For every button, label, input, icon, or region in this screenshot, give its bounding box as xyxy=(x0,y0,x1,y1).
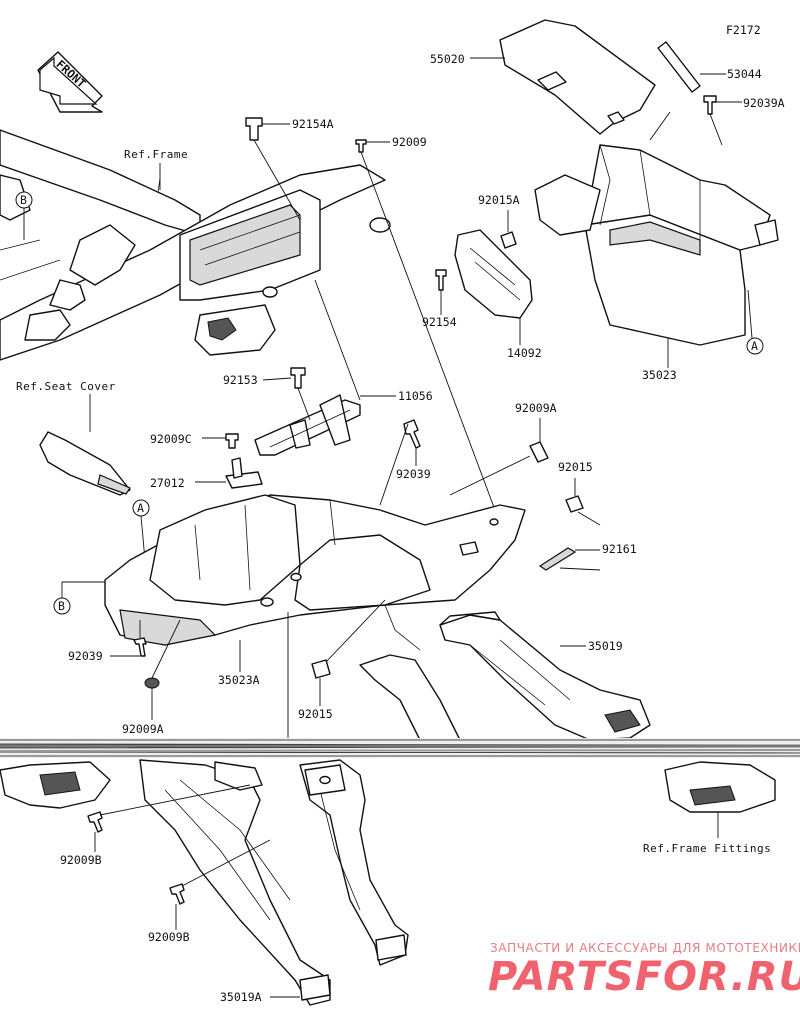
part-35019A xyxy=(139,759,409,1006)
label-27012: 27012 xyxy=(150,476,185,490)
label-92015-right: 92015 xyxy=(558,460,593,474)
label-92039-left: 92039 xyxy=(68,649,103,663)
marker-b-top-label: B xyxy=(20,193,27,207)
label-92154: 92154 xyxy=(422,315,457,329)
label-35019: 35019 xyxy=(588,639,623,653)
part-92015-bottom-nut xyxy=(311,659,331,679)
part-35019 xyxy=(359,611,651,741)
part-92039A-bolt xyxy=(703,95,717,115)
part-53044 xyxy=(657,41,701,93)
marker-a-left-label: A xyxy=(137,501,144,515)
label-35019A: 35019A xyxy=(220,990,262,1004)
part-92009-top-screw xyxy=(355,139,367,153)
label-92009-top: 92009 xyxy=(392,135,427,149)
ref-frame-label: Ref.Frame xyxy=(124,148,188,161)
label-11056: 11056 xyxy=(398,389,433,403)
part-92009B-upper-screw xyxy=(87,811,103,833)
label-92009A-right: 92009A xyxy=(515,401,557,415)
watermark-brand: PARTSFOR.RU xyxy=(488,954,800,1000)
part-92015A xyxy=(500,231,517,249)
part-27012-clip xyxy=(225,457,263,489)
seat-cover-ref xyxy=(39,431,131,496)
part-92009A-right-screw xyxy=(529,441,549,463)
label-35023: 35023 xyxy=(642,368,677,382)
marker-b-top: B xyxy=(15,191,33,240)
part-14092 xyxy=(454,229,533,319)
front-arrow-icon: FRONT xyxy=(37,51,103,113)
cut-separator xyxy=(0,738,800,758)
marker-a-right-label: A xyxy=(751,339,758,353)
label-92039-mid: 92039 xyxy=(396,467,431,481)
part-92154A-bolt xyxy=(245,117,263,141)
part-92039-mid-bolt xyxy=(403,419,421,449)
frame-assembly xyxy=(0,129,391,361)
part-92039-left-bolt xyxy=(133,637,147,657)
label-92153: 92153 xyxy=(223,373,258,387)
marker-b-left-label: B xyxy=(58,599,65,613)
label-14092: 14092 xyxy=(507,346,542,360)
label-55020: 55020 xyxy=(430,52,465,66)
part-92153-bolt xyxy=(290,367,306,389)
label-92009B-lower: 92009B xyxy=(148,930,190,944)
part-92015-right-nut xyxy=(565,495,584,513)
part-92009C-screw xyxy=(225,433,239,449)
label-92039A: 92039A xyxy=(743,96,785,110)
ref-frame-fittings-label: Ref.Frame Fittings xyxy=(643,842,771,855)
part-35023A xyxy=(104,494,526,651)
ref-seat-cover-label: Ref.Seat Cover xyxy=(16,380,116,393)
part-92161-strip xyxy=(538,547,577,571)
label-92154A: 92154A xyxy=(292,117,334,131)
part-35023 xyxy=(534,144,779,346)
frame-fittings-ref xyxy=(664,761,776,813)
marker-b-left: B xyxy=(53,581,108,615)
frame-fragment-left xyxy=(0,761,263,809)
label-92009B-upper: 92009B xyxy=(60,853,102,867)
label-92009C: 92009C xyxy=(150,432,192,446)
part-55020 xyxy=(499,19,656,135)
diagram-code: F2172 xyxy=(726,23,761,37)
label-35023A: 35023A xyxy=(218,673,260,687)
part-92009A-left-screw xyxy=(144,677,160,689)
marker-a-right: A xyxy=(746,289,764,355)
label-53044: 53044 xyxy=(727,67,762,81)
label-92015-bottom: 92015 xyxy=(298,707,333,721)
label-92015A: 92015A xyxy=(478,193,520,207)
label-92009A-left: 92009A xyxy=(122,722,164,736)
label-92161: 92161 xyxy=(602,542,637,556)
watermark-caption: ЗАПЧАСТИ И АКСЕССУАРЫ ДЛЯ МОТОТЕХНИКИ xyxy=(490,941,800,955)
part-92154-bolt xyxy=(435,269,447,291)
part-11056 xyxy=(254,394,361,456)
part-92009B-lower-screw xyxy=(169,883,185,905)
